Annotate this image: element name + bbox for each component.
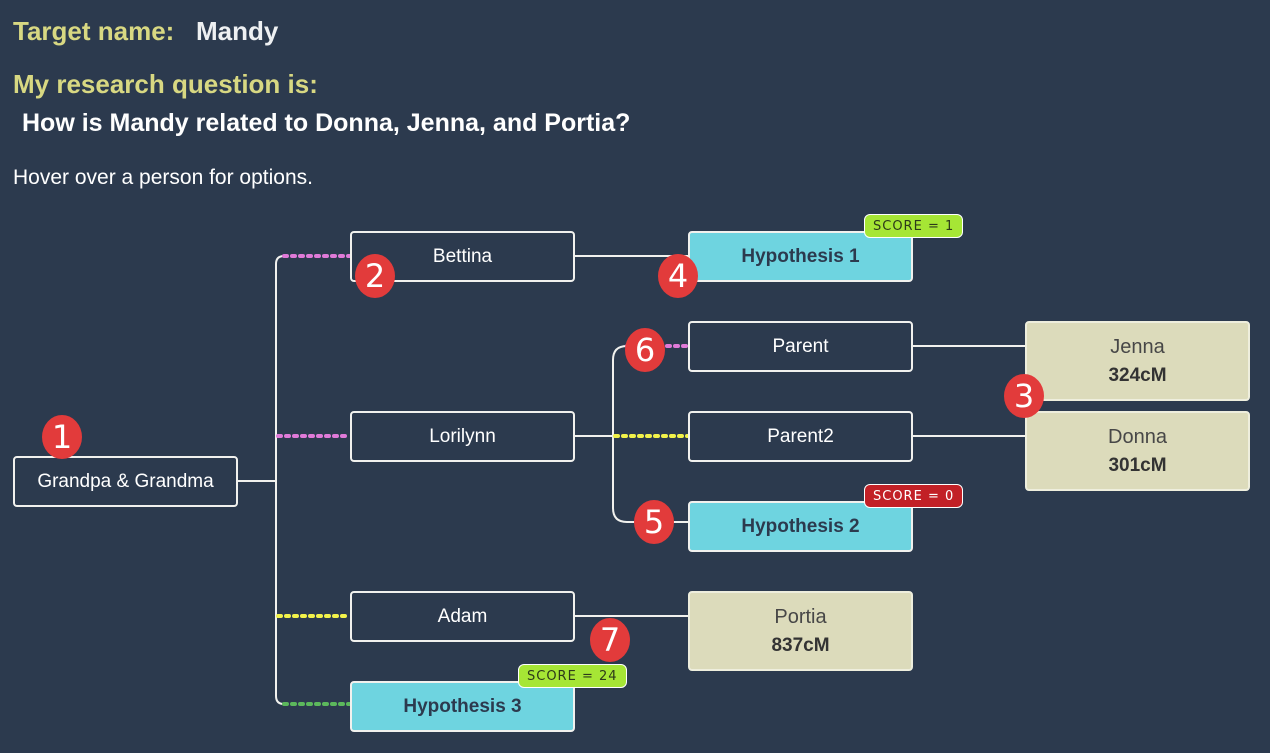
person-label: Grandpa & Grandma [37, 470, 214, 492]
step-marker-3: 3 [1004, 374, 1044, 418]
score-badge-hypothesis-1: SCORE = 1 [864, 214, 964, 238]
hypothesis-1[interactable]: Hypothesis 1 [688, 231, 913, 282]
target-name-value: Mandy [196, 16, 279, 46]
person-label: Lorilynn [429, 425, 496, 447]
hypothesis-3[interactable]: Hypothesis 3 [350, 681, 575, 732]
step-marker-5: 5 [634, 500, 674, 544]
step-marker-2: 2 [355, 254, 395, 298]
match-cm: 301cM [1108, 454, 1167, 476]
target-name-label: Target name: [13, 16, 175, 46]
person-grandpa-grandma[interactable]: Grandpa & Grandma [13, 456, 238, 507]
person-adam[interactable]: Adam [350, 591, 575, 642]
hypothesis-2[interactable]: Hypothesis 2 [688, 501, 913, 552]
step-marker-1: 1 [42, 415, 82, 459]
hypothesis-label: Hypothesis 2 [741, 515, 860, 537]
trunk-line [275, 255, 285, 705]
match-portia[interactable]: Portia 837cM [688, 591, 913, 671]
research-question: How is Mandy related to Donna, Jenna, an… [22, 109, 631, 137]
hover-hint: Hover over a person for options. [13, 166, 313, 189]
person-parent2[interactable]: Parent2 [688, 411, 913, 462]
research-question-label: My research question is: [13, 69, 318, 99]
step-marker-7: 7 [590, 618, 630, 662]
match-name: Jenna [1110, 335, 1165, 358]
person-lorilynn[interactable]: Lorilynn [350, 411, 575, 462]
person-label: Bettina [432, 245, 493, 267]
person-label: Adam [437, 605, 488, 627]
person-label: Parent [772, 335, 829, 357]
match-name: Portia [774, 605, 827, 628]
hypothesis-label: Hypothesis 3 [403, 695, 522, 717]
person-label: Parent2 [767, 425, 834, 447]
score-badge-hypothesis-3: SCORE = 24 [518, 664, 627, 688]
match-cm: 837cM [771, 634, 830, 656]
person-parent[interactable]: Parent [688, 321, 913, 372]
match-donna[interactable]: Donna 301cM [1025, 411, 1250, 491]
match-cm: 324cM [1108, 364, 1167, 386]
hypothesis-label: Hypothesis 1 [741, 245, 860, 267]
match-name: Donna [1108, 425, 1167, 448]
step-marker-6: 6 [625, 328, 665, 372]
match-jenna[interactable]: Jenna 324cM [1025, 321, 1250, 401]
step-marker-4: 4 [658, 254, 698, 298]
lorilynn-branch-line [612, 345, 690, 523]
score-badge-hypothesis-2: SCORE = 0 [864, 484, 964, 508]
